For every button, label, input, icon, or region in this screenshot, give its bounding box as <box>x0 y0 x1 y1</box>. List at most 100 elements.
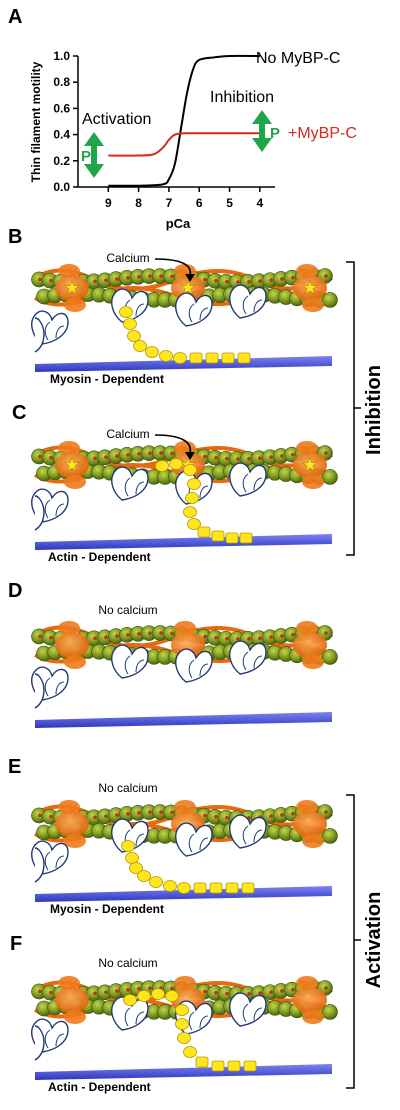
mybpc-domain <box>121 840 135 852</box>
activation-bracket: Activation <box>346 794 385 1089</box>
mybpc-domain <box>149 876 163 888</box>
mybpc-domain <box>123 994 137 1006</box>
panel-letter-a: A <box>8 6 23 28</box>
myosin-head-icon <box>175 648 213 683</box>
panel-letter-b: B <box>8 226 23 248</box>
panel-letter-c: C <box>12 402 27 424</box>
x-tick-label: 5 <box>226 196 233 210</box>
mybpc-domain <box>183 464 197 476</box>
y-tick-label: 0.0 <box>53 180 70 194</box>
myosin-head-icon <box>175 822 213 857</box>
activation-bracket-label: Activation <box>363 892 385 989</box>
troponin-complex <box>293 811 327 837</box>
calcium-star-icon <box>302 279 318 295</box>
myosin-head-icon <box>229 462 267 497</box>
mybpc-domain <box>175 1004 189 1016</box>
series-plus-mybpc-line <box>108 132 260 157</box>
phospho-arrow-right: P <box>252 110 280 152</box>
series-no-mybpc-line <box>108 54 260 187</box>
mybpc-domain <box>175 1018 189 1030</box>
mybpc-domain <box>169 458 183 470</box>
calcium-star-icon <box>180 279 196 295</box>
mybpc-domain <box>133 340 147 352</box>
no-calcium-label-f: No calcium <box>98 956 157 970</box>
calcium-arrow-icon <box>154 258 192 277</box>
thick-filament <box>35 1064 332 1080</box>
mybpc-domain <box>189 352 203 364</box>
thick-filament <box>35 712 332 728</box>
myosin-head-icon <box>229 814 267 849</box>
troponin-complex <box>293 987 327 1013</box>
myosin-head-icon <box>229 992 267 1027</box>
mybpc-domain <box>187 478 201 490</box>
plus-mybpc-label: +MyBP-C <box>288 125 357 142</box>
mybpc-domain <box>211 530 225 542</box>
motility-graph: Thin filament motility pCa 0.00.20.40.60… <box>29 49 357 231</box>
panel-letter-e: E <box>8 756 22 778</box>
y-tick-label: 0.8 <box>53 75 70 89</box>
myosin-head-icon <box>229 284 267 319</box>
mybpc-domain <box>123 318 137 330</box>
mybpc-domain <box>163 880 177 892</box>
mybpc-domain <box>239 532 253 544</box>
no-calcium-label-d: No calcium <box>98 603 157 617</box>
mybpc-domain <box>187 518 201 530</box>
myosin-head-icon <box>175 292 213 327</box>
mybpc-domain <box>125 852 139 864</box>
mybpc-domain <box>137 990 151 1002</box>
y-tick-label: 0.6 <box>53 101 70 115</box>
myosin-head-icon <box>229 640 267 675</box>
panel-letter-d: D <box>8 580 23 602</box>
activation-label: Activation <box>82 111 151 128</box>
mybpc-domain <box>173 352 187 364</box>
mybpc-domain <box>205 352 219 364</box>
mybpc-domain <box>159 350 173 362</box>
myosin-head-icon <box>34 673 45 709</box>
actin-monomer <box>322 469 338 485</box>
mybpc-domain <box>185 492 199 504</box>
mybpc-domain <box>225 532 239 544</box>
inhibition-bracket: Inhibition <box>346 261 385 556</box>
y-tick-label: 0.2 <box>53 154 70 168</box>
no-calcium-label-e: No calcium <box>98 781 157 795</box>
panel-letter-f: F <box>10 933 23 955</box>
myosin-head-icon <box>111 288 149 323</box>
mybpc-domain <box>241 882 255 894</box>
thick-filament <box>35 356 332 372</box>
mybpc-domain <box>197 526 211 538</box>
actin-dependent-label-f: Actin - Dependent <box>48 1080 151 1094</box>
myosin-head-icon <box>34 847 45 883</box>
y-axis-label: Thin filament motility <box>29 61 43 182</box>
mybpc-domain <box>129 862 143 874</box>
thick-filament <box>35 886 332 902</box>
inhibition-label: Inhibition <box>210 89 274 106</box>
actin-monomer <box>322 828 338 844</box>
mybpc-domain <box>221 352 235 364</box>
phospho-arrow-left: P <box>81 132 104 178</box>
x-tick-label: 7 <box>166 196 173 210</box>
thick-filament <box>35 534 332 550</box>
myosin-dependent-label-b: Myosin - Dependent <box>50 372 164 386</box>
mybpc-domain <box>227 1060 241 1072</box>
troponin-complex <box>293 632 327 658</box>
diagram-d-no-mybpc: No calcium <box>31 603 338 728</box>
myosin-head-icon <box>111 466 149 501</box>
mybpc-domain <box>137 870 151 882</box>
x-tick-label: 4 <box>257 196 264 210</box>
calcium-star-icon <box>64 456 80 472</box>
mybpc-domain <box>225 882 239 894</box>
mybpc-domain <box>183 506 197 518</box>
mybpc-domain <box>155 460 169 472</box>
mybpc-domain <box>177 1032 191 1044</box>
calcium-star-icon <box>64 279 80 295</box>
mybpc-domain <box>237 352 251 364</box>
troponin-complex <box>171 632 205 658</box>
troponin-complex <box>55 811 89 837</box>
phospho-label-left: P <box>81 148 91 165</box>
mybpc-domain <box>243 1060 257 1072</box>
